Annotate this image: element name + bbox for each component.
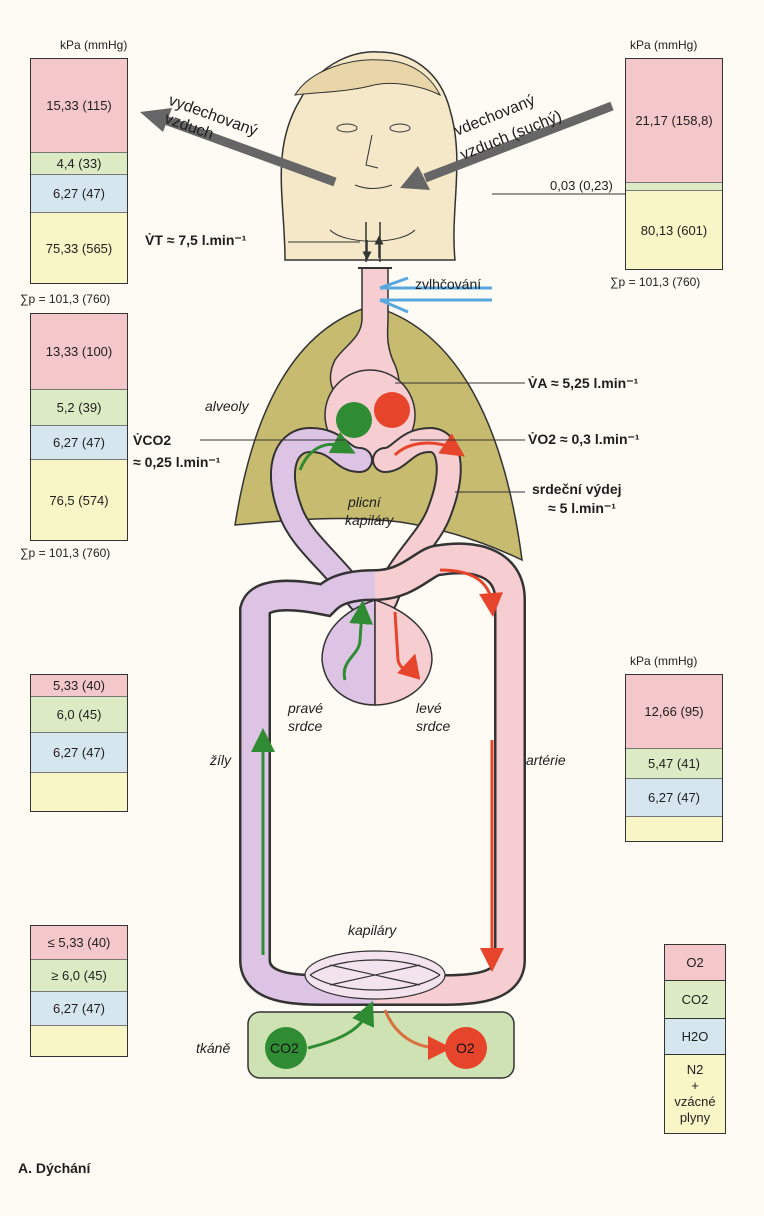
co2-tissue-label: CO2	[270, 1040, 299, 1056]
alveolar-co2: 5,2 (39)	[31, 390, 127, 426]
tissue-gauge: ≤ 5,33 (40) ≥ 6,0 (45) 6,27 (47)	[30, 925, 128, 1057]
capillary-network	[304, 950, 446, 1000]
legend-n2: N2 + vzácné plyny	[665, 1055, 725, 1133]
inspired-air-gauge: 21,17 (158,8) 80,13 (601)	[625, 58, 723, 270]
legend-n2-line4: plyny	[679, 1110, 711, 1125]
left-heart-label-1: levé	[416, 700, 442, 716]
left-heart	[374, 598, 433, 706]
expired-air-gauge: 15,33 (115) 4,4 (33) 6,27 (47) 75,33 (56…	[30, 58, 128, 284]
arterial-gauge: 12,66 (95) 5,47 (41) 6,27 (47)	[625, 674, 723, 842]
tissue-block	[247, 1011, 515, 1079]
exhaled-air-arrow	[163, 115, 337, 187]
gas-legend: O2 CO2 H2O N2 + vzácné plyny	[664, 944, 726, 1134]
arterial-unit-label: kPa (mmHg)	[630, 654, 698, 668]
pulmonary-capillaries-label-2: kapiláry	[345, 512, 394, 528]
expired-h2o: 6,27 (47)	[31, 175, 127, 213]
alveolar-h2o: 6,27 (47)	[31, 426, 127, 460]
alveolar-o2: 13,33 (100)	[31, 314, 127, 390]
vco2-label-2: ≈ 0,25 l.min⁻¹	[133, 454, 221, 470]
expired-unit-label: kPa (mmHg)	[60, 38, 128, 52]
humidification-label: zvlhčování	[415, 276, 482, 292]
co2-tissue-ball	[265, 1027, 307, 1069]
expired-n2: 75,33 (565)	[31, 213, 127, 283]
alveoli-label: alveoly	[205, 398, 249, 414]
alveolar-gauge: 13,33 (100) 5,2 (39) 6,27 (47) 76,5 (574…	[30, 313, 128, 541]
expired-co2: 4,4 (33)	[31, 153, 127, 175]
va-label: V̇A ≈ 5,25 l.min⁻¹	[528, 375, 639, 391]
arterial-co2: 5,47 (41)	[626, 749, 722, 779]
tissues-label: tkáně	[196, 1040, 231, 1056]
inspired-n2: 80,13 (601)	[626, 191, 722, 269]
alveolar-n2: 76,5 (574)	[31, 460, 127, 540]
tissue-h2o: 6,27 (47)	[31, 992, 127, 1026]
tissue-co2: ≥ 6,0 (45)	[31, 960, 127, 992]
arterial-h2o: 6,27 (47)	[626, 779, 722, 817]
capillaries-label: kapiláry	[348, 922, 397, 938]
figure-caption: A. Dýchání	[18, 1160, 91, 1176]
arteries-label: artérie	[526, 752, 566, 768]
vco2-label-1: V̇CO2	[133, 432, 172, 448]
venous-o2: 5,33 (40)	[31, 675, 127, 697]
left-heart-label-2: srdce	[416, 718, 451, 734]
inspired-o2: 21,17 (158,8)	[626, 59, 722, 183]
legend-o2: O2	[665, 945, 725, 981]
vo2-label: V̇O2 ≈ 0,3 l.min⁻¹	[528, 431, 640, 447]
right-heart-label-2: srdce	[288, 718, 323, 734]
inspired-unit-label: kPa (mmHg)	[630, 38, 698, 52]
arterial-n2	[626, 817, 722, 841]
tidal-volume-label: V̇T ≈ 7,5 l.min⁻¹	[145, 232, 247, 248]
inspired-sum: ∑p = 101,3 (760)	[610, 275, 701, 289]
cardiac-output-label-2: ≈ 5 l.min⁻¹	[548, 500, 616, 516]
veins-label: žíly	[210, 752, 231, 768]
alveolar-sum: ∑p = 101,3 (760)	[20, 546, 111, 560]
legend-n2-line2: +	[691, 1078, 699, 1093]
head-illustration	[280, 51, 458, 261]
tissue-o2: ≤ 5,33 (40)	[31, 926, 127, 960]
venous-h2o: 6,27 (47)	[31, 733, 127, 773]
inspired-co2-bar	[626, 183, 722, 191]
legend-n2-line3: vzácné	[674, 1094, 716, 1109]
venous-n2	[31, 773, 127, 811]
o2-alveolus-ball	[374, 392, 410, 428]
co2-alveolus-ball	[336, 402, 372, 438]
venous-gauge: 5,33 (40) 6,0 (45) 6,27 (47)	[30, 674, 128, 812]
legend-n2-line1: N2	[686, 1062, 704, 1077]
expired-sum: ∑p = 101,3 (760)	[20, 292, 111, 306]
venous-co2: 6,0 (45)	[31, 697, 127, 733]
o2-tissue-ball	[445, 1027, 487, 1069]
inhaled-air-arrow	[423, 101, 614, 183]
legend-h2o: H2O	[665, 1019, 725, 1055]
arterial-o2: 12,66 (95)	[626, 675, 722, 749]
tissue-n2	[31, 1026, 127, 1056]
legend-co2: CO2	[665, 981, 725, 1019]
inspired-co2-value: 0,03 (0,23)	[550, 178, 613, 193]
pulmonary-capillaries-label-1: plicní	[348, 494, 381, 510]
humidification-arrows	[379, 276, 492, 314]
o2-tissue-label: O2	[456, 1040, 475, 1056]
cardiac-output-label-1: srdeční výdej	[532, 481, 622, 497]
right-heart-label-1: pravé	[288, 700, 324, 716]
expired-o2: 15,33 (115)	[31, 59, 127, 153]
